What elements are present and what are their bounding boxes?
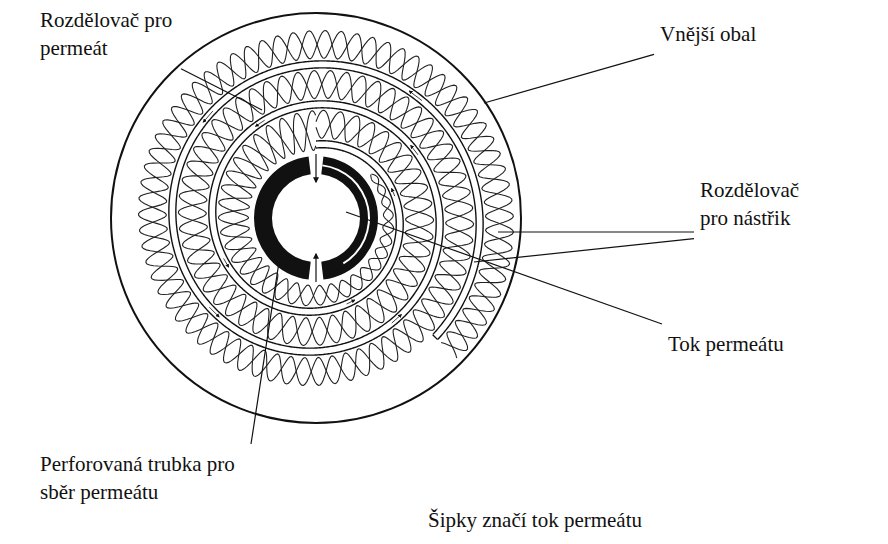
figure-caption: Šipky značí tok permeátu (428, 506, 643, 534)
leader-line (484, 54, 654, 103)
leader-line (498, 231, 694, 232)
flow-arrow (203, 111, 213, 122)
leaf-inner-edge (322, 164, 370, 264)
leader-line (181, 69, 262, 110)
membrane-leaf (176, 68, 476, 348)
part-label: Rozdělovač pro permeát (40, 6, 175, 63)
flow-arrow (409, 91, 422, 100)
flow-arrow (209, 307, 219, 317)
spiral-module (111, 13, 521, 423)
leader-line (346, 212, 662, 324)
feed-spacer (219, 113, 393, 305)
flow-arrow (411, 145, 418, 154)
part-label: Perforovaná trubka pro sběr permeátu (40, 450, 245, 507)
flow-arrow (315, 154, 316, 182)
feed-spacer (139, 31, 514, 386)
outer-casing (111, 13, 521, 423)
tube-wall (254, 156, 311, 279)
leader-line (251, 262, 279, 444)
flow-arrow (392, 189, 395, 197)
tube-wall (321, 156, 378, 279)
part-label: Vnější obal (660, 20, 757, 48)
flow-arrow (315, 254, 316, 282)
feed-spacer (139, 31, 513, 385)
flow-arrow (256, 120, 265, 126)
leaf-end (433, 335, 438, 340)
part-label: Tok permeátu (668, 330, 785, 358)
flow-arrow (392, 314, 402, 323)
flow-arrow (224, 258, 229, 267)
leader-line (474, 239, 694, 262)
membrane-leaf (169, 61, 483, 355)
flow-arrow (347, 300, 355, 304)
part-label: Rozdělovač pro nástřik (700, 176, 830, 233)
